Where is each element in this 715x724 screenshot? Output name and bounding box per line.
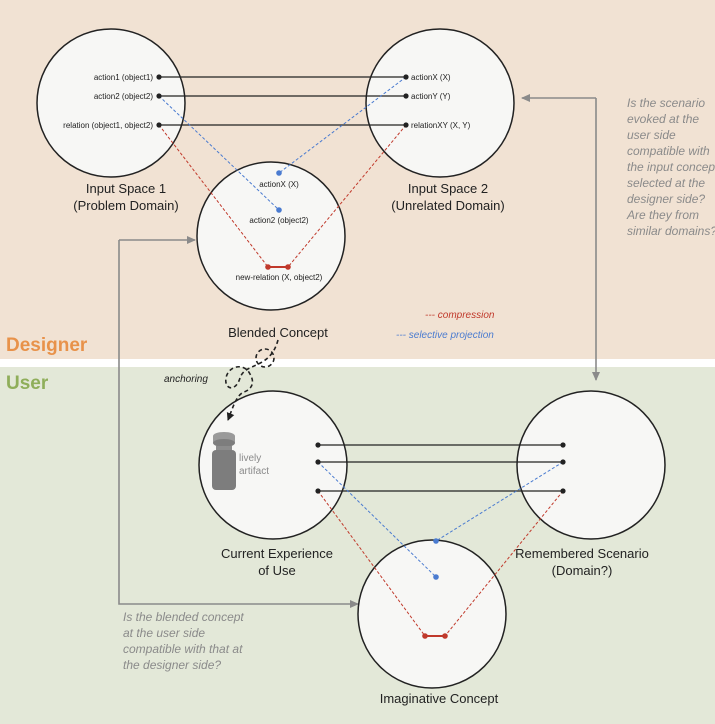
imaginative-concept-circle [357,539,507,689]
compression-dots [265,264,448,639]
input-space-2-item: actionX (X) [411,73,451,82]
question-right-line: user side [627,128,676,142]
question-right-line: Are they from [626,208,699,222]
question-left-line: Is the blended concept [123,610,244,624]
blended-concept-item: new-relation (X, object2) [236,273,323,282]
lively-artifact-label: lively [239,453,261,464]
user-section-label: User [6,373,49,394]
current-experience-caption: Current Experience [221,546,333,561]
remembered-scenario-circle [516,390,666,540]
selective-projection-line [278,76,407,174]
question-right-line: the input concept [627,160,715,174]
selective-projection-line [317,461,437,578]
question-left: Is the blended concept at the user side … [123,610,244,672]
blended-concept-item: actionX (X) [259,180,299,189]
remembered-scenario-caption: Remembered Scenario [515,546,649,561]
designer-section-label: Designer [6,335,88,356]
anchoring-label: anchoring [164,374,208,385]
input-space-1-caption: (Problem Domain) [73,198,178,213]
input-space-2-item: relationXY (X, Y) [411,121,471,130]
input-space-1-item: relation (object1, object2) [63,121,153,130]
question-right: Is the scenario evoked at the user side … [626,96,715,238]
blended-concept-item: action2 (object2) [249,216,308,225]
current-experience-caption: of Use [258,563,296,578]
selective-projection-dots [276,170,439,580]
question-right-line: similar domains? [627,224,715,238]
input-space-1-circle [36,28,186,178]
question-left-line: compatible with that at [123,642,243,656]
compression-line [444,490,564,637]
question-right-line: designer side? [627,192,705,206]
question-right-line: selected at the [627,176,705,190]
selective-projection-line [158,95,280,211]
compression-line [287,124,407,268]
input-space-2-item: actionY (Y) [411,92,451,101]
input-space-2-circle [365,28,515,178]
question-left-line: at the user side [123,626,205,640]
input-space-2-caption: (Unrelated Domain) [391,198,504,213]
question-right-line: compatible with [627,144,710,158]
legend-selective-projection: --- selective projection [396,330,494,341]
remembered-scenario-caption: (Domain?) [552,563,613,578]
input-space-1-caption: Input Space 1 [86,181,166,196]
input-space-1-item: action1 (object1) [94,73,153,82]
lively-artifact-icon [212,432,236,490]
lively-artifact-label: artifact [239,466,269,477]
question-right-line: Is the scenario [627,96,705,110]
legend-compression: --- compression [425,310,495,321]
anchoring-loop [255,348,275,368]
blended-concept-caption: Blended Concept [228,325,328,340]
compression-line [317,490,426,637]
imaginative-concept-caption: Imaginative Concept [380,691,499,706]
input-space-2-caption: Input Space 2 [408,181,488,196]
question-right-line: evoked at the [627,112,699,126]
blended-concept-circle [196,161,346,311]
input-space-1-item: action2 (object2) [94,92,153,101]
section-divider [0,359,715,367]
connector-arrow-left [118,240,359,608]
question-left-line: the designer side? [123,658,221,672]
link-endpoints [156,74,566,494]
current-experience-circle [198,390,348,540]
